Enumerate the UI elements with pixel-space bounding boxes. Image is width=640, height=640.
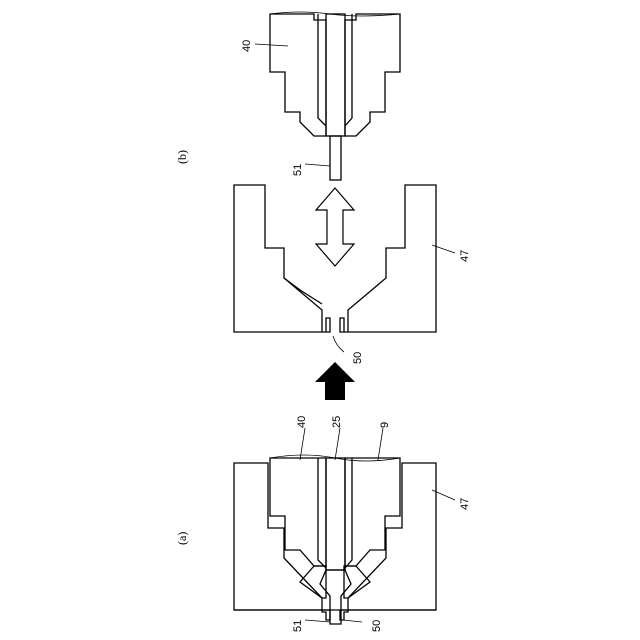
- conductor-a: [318, 458, 352, 624]
- upper-mold-a: [270, 455, 400, 566]
- label-9-a: 9: [379, 422, 391, 428]
- transition-arrow-icon: [315, 362, 355, 400]
- double-headed-arrow-icon: [316, 188, 354, 266]
- panel-b: 40 51 (b) 47 50: [175, 12, 471, 364]
- caption-b: (b): [175, 150, 189, 164]
- label-40-a: 40: [296, 416, 308, 428]
- label-40-b: 40: [241, 40, 253, 52]
- panel-a: 40 25 9 47 51 50 (a): [175, 416, 471, 632]
- caption-a: (a): [175, 532, 189, 545]
- label-47-b: 47: [459, 250, 471, 262]
- label-25-a: 25: [331, 416, 343, 428]
- label-47-a: 47: [459, 498, 471, 510]
- upper-mold-b: [270, 12, 400, 136]
- label-50-b: 50: [352, 352, 364, 364]
- lower-mold-a: [234, 463, 436, 620]
- label-51-b: 51: [292, 164, 304, 176]
- label-51-a: 51: [292, 620, 304, 632]
- conductor-b: [318, 14, 352, 180]
- label-50-a: 50: [371, 620, 383, 632]
